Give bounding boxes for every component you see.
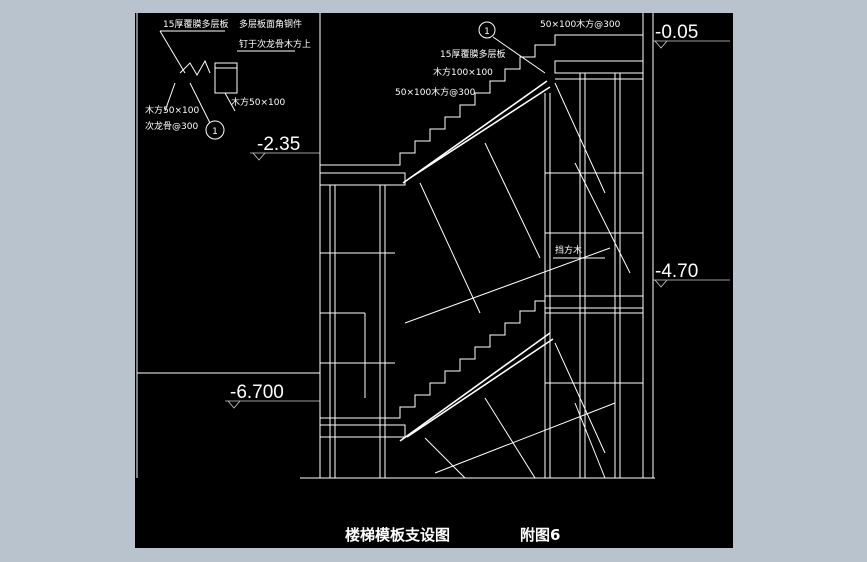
drawing-viewport[interactable]: 1 15厚覆膜多层板 多层板面角钢件 钉于次龙骨木方上 木方50×100 木方5…: [135, 13, 733, 548]
level-lower-left: -6.700: [230, 382, 284, 403]
label-timber-100: 木方100×100: [433, 66, 493, 78]
label-plywood-nail-2: 钉于次龙骨木方上: [239, 38, 311, 50]
scaffold: [320, 73, 643, 479]
level-marks: -0.05 -2.35 -4.70 -6.700: [225, 22, 730, 409]
upper-flight: 1 50×100木方@300 15厚覆膜多层板 木方100×100 50×100…: [319, 18, 644, 186]
stair-formwork-drawing: 1 15厚覆膜多层板 多层板面角钢件 钉于次龙骨木方上 木方50×100 木方5…: [136, 13, 730, 544]
label-plywood-15-detail: 15厚覆膜多层板: [163, 18, 228, 30]
figure-number: 附图6: [520, 526, 560, 544]
label-timber-50x100-a: 木方50×100: [145, 104, 199, 116]
label-stop-block: 挡方木: [555, 244, 582, 256]
main-callout-number: 1: [484, 27, 490, 37]
label-timber-50x100-b: 木方50×100: [231, 96, 285, 108]
label-secondary-keel: 次龙骨@300: [145, 120, 198, 132]
level-top: -0.05: [655, 22, 698, 43]
level-upper-left: -2.35: [257, 134, 300, 155]
lower-flight: [319, 300, 554, 442]
level-mid-right: -4.70: [655, 261, 698, 282]
label-timber-top: 50×100木方@300: [540, 18, 621, 30]
detail-1: 1 15厚覆膜多层板 多层板面角钢件 钉于次龙骨木方上 木方50×100 木方5…: [145, 18, 311, 140]
detail-callout-number: 1: [212, 127, 218, 137]
label-plywood-main: 15厚覆膜多层板: [440, 48, 505, 60]
label-timber-stair: 50×100木方@300: [395, 86, 476, 98]
drawing-title: 楼梯模板支设图: [345, 526, 450, 544]
mid-landing: 挡方木: [544, 244, 644, 314]
label-plywood-nail-1: 多层板面角钢件: [239, 18, 302, 30]
